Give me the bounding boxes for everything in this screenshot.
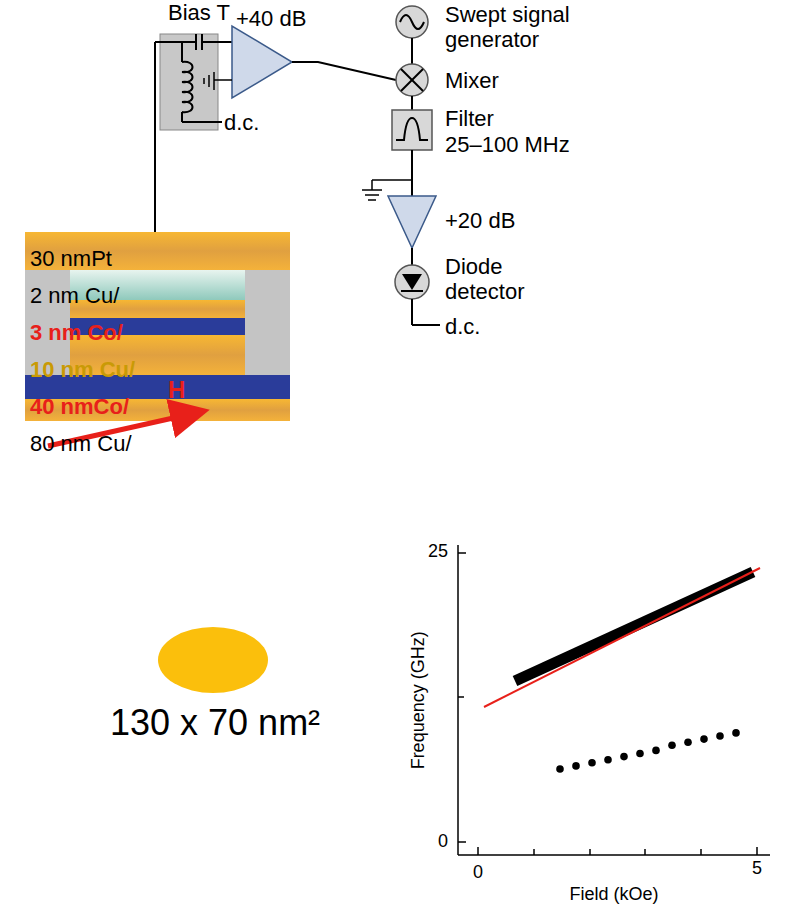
data-point: [684, 738, 692, 746]
data-point: [652, 747, 660, 755]
component-label: Filter: [445, 106, 494, 131]
wire: [412, 324, 440, 326]
sine-symbol: [400, 15, 424, 29]
signal-label: d.c.: [224, 110, 259, 135]
data-points: [556, 729, 740, 773]
pillar-cross-section: [158, 627, 268, 693]
wire: [411, 96, 413, 110]
layer-label: 80 nm Cu/: [30, 431, 132, 456]
bias-t-box: [160, 34, 218, 130]
diode-symbol: [402, 274, 422, 290]
layer-label: 30 nmPt: [30, 246, 112, 271]
amplifier-symbol: [232, 26, 292, 98]
inductor-winding: [182, 92, 193, 102]
inductor-winding: [182, 62, 193, 72]
layer-label: 2 nm Cu/: [30, 283, 119, 308]
wire: [154, 42, 156, 232]
data-point: [668, 742, 676, 750]
wire: [411, 38, 413, 64]
inductor-winding: [182, 102, 193, 112]
data-point: [636, 750, 644, 758]
diode-detector-symbol: [395, 265, 429, 299]
fit-line: [484, 568, 760, 707]
gain-label: +20 dB: [445, 208, 515, 233]
wire: [411, 248, 413, 266]
inductor-winding: [182, 72, 193, 82]
tick-label: 5: [752, 858, 762, 879]
data-point: [588, 759, 596, 767]
wire: [411, 299, 413, 325]
bias-t-box: Bias T: [160, 34, 218, 130]
data-point: [700, 735, 708, 743]
capacitor-symbol: [155, 34, 232, 122]
tick-label: 25: [428, 541, 448, 562]
wire: [292, 62, 396, 80]
filter-symbol: [392, 110, 432, 150]
node-heading: Bias T: [168, 0, 230, 26]
mixer-cross: [401, 69, 423, 91]
wire: [411, 150, 413, 196]
component-label: Swept signal generator: [445, 2, 635, 53]
tick-label: 0: [473, 862, 483, 883]
axis-title: Field (kOe): [569, 884, 658, 905]
data-point: [604, 756, 612, 764]
data-point: [716, 732, 724, 740]
axis-title: Frequency (GHz): [408, 631, 429, 769]
insulator: [245, 270, 290, 375]
data-point: [620, 753, 628, 761]
data-squares: [515, 572, 753, 681]
field-label: H: [168, 376, 185, 404]
data-point: [572, 762, 580, 770]
graph-axes: [458, 545, 770, 855]
data-point: [556, 765, 564, 773]
signal-generator-symbol: [396, 6, 428, 38]
tick-label: 0: [438, 831, 448, 852]
gain-label: +40 dB: [236, 6, 306, 31]
mixer-symbol: [396, 64, 428, 96]
inductor-winding: [182, 82, 193, 92]
signal-label: d.c.: [445, 314, 480, 339]
layer-label: 3 nm Co/: [30, 320, 123, 345]
inductor-symbol: [182, 62, 193, 112]
amplifier-symbol: [388, 196, 436, 248]
component-label: Mixer: [445, 68, 499, 93]
ground-symbol: [204, 72, 232, 90]
dimension-label: 130 x 70 nm²: [110, 702, 320, 743]
layer-label: 40 nmCo/: [30, 394, 129, 419]
component-label: 25–100 MHz: [445, 132, 570, 157]
component-label: Diode detector: [445, 254, 545, 305]
layer-label: 10 nm Cu/: [30, 357, 135, 382]
data-point: [732, 729, 740, 737]
bandpass-symbol: [396, 118, 428, 140]
